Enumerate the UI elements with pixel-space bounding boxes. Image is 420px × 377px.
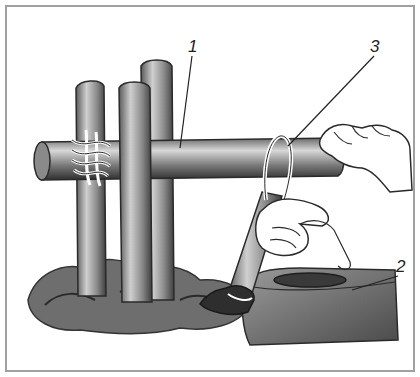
hand-lines (270, 221, 350, 270)
leader-line (180, 56, 192, 148)
pressing-hand (320, 125, 412, 192)
bar-end (34, 142, 50, 180)
leader-line (352, 276, 398, 290)
picture-frame (6, 6, 414, 371)
rope-outline (72, 140, 110, 176)
left-post (76, 81, 106, 296)
gripping-hand (256, 199, 329, 255)
leader-line (288, 56, 374, 146)
callout-number: 1 (188, 38, 197, 55)
rope-loop-outline (265, 136, 291, 200)
rope-lashing (72, 130, 110, 186)
stone-block (242, 268, 398, 345)
front-post (119, 82, 152, 302)
finger-lines (334, 126, 390, 144)
rope-loop (265, 136, 291, 200)
callout-number: 2 (396, 258, 405, 275)
stone-hole (274, 273, 346, 287)
stick-tip (200, 286, 254, 315)
callout-number: 3 (370, 38, 379, 55)
tip-binding (228, 294, 252, 300)
